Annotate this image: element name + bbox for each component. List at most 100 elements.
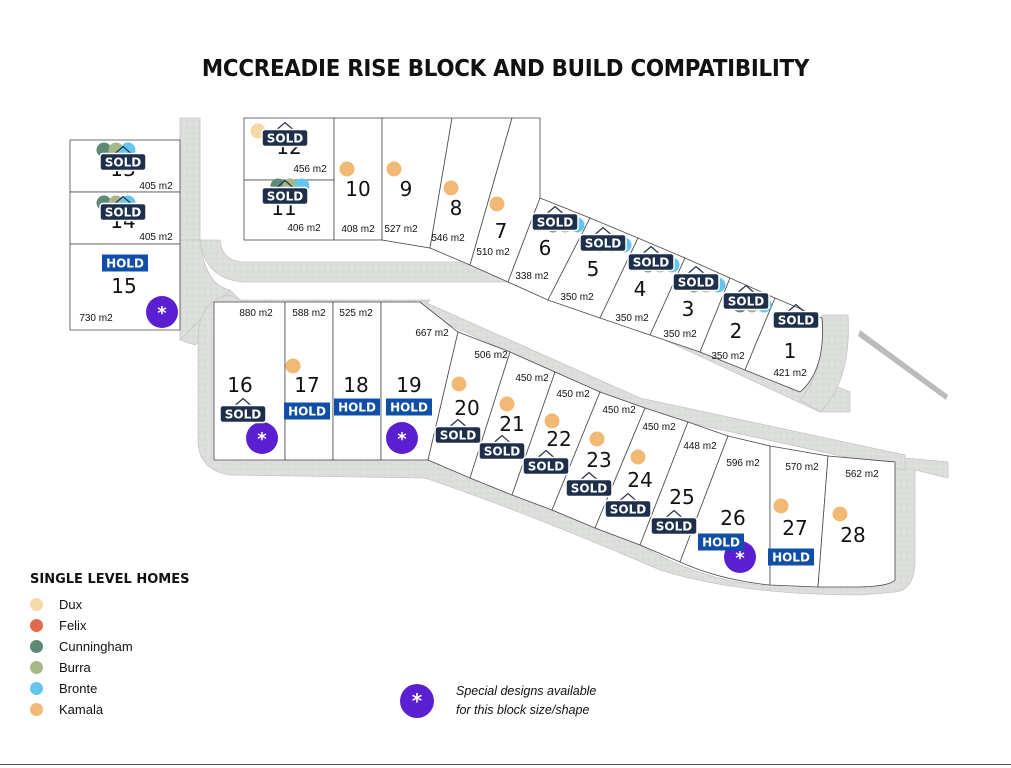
block-area: 506 m2 xyxy=(474,350,508,361)
block-area: 456 m2 xyxy=(293,164,327,175)
special-design-icon xyxy=(146,296,178,328)
tag-background xyxy=(102,254,148,272)
sign-hanger-icon xyxy=(449,418,467,427)
block-area: 596 m2 xyxy=(726,458,760,469)
hold-tag: HOLD xyxy=(284,402,330,420)
cunningham-dot-icon xyxy=(30,640,43,653)
block-number: 27 xyxy=(782,516,807,540)
block-area: 338 m2 xyxy=(515,271,549,282)
tag-label: SOLD xyxy=(484,445,520,459)
dux-dot-icon xyxy=(30,598,43,611)
block-number: 15 xyxy=(111,274,136,298)
tag-label: SOLD xyxy=(678,276,714,290)
block-area: 350 m2 xyxy=(663,329,697,340)
legend: SINGLE LEVEL HOMES Dux Felix Cunningham … xyxy=(30,572,189,720)
block-number: 28 xyxy=(840,523,865,547)
sign-hanger-icon xyxy=(580,471,598,480)
hold-tag: HOLD xyxy=(698,533,744,551)
burra-dot-icon xyxy=(30,661,43,674)
tag-label: SOLD xyxy=(778,314,814,328)
kamala-dot-icon xyxy=(451,376,467,392)
block-area: 448 m2 xyxy=(683,441,717,452)
tag-label: HOLD xyxy=(702,536,740,550)
special-design-symbol: * xyxy=(157,303,167,324)
sold-tag: SOLD xyxy=(627,245,675,272)
block-number: 3 xyxy=(682,297,695,321)
legend-label: Burra xyxy=(59,660,91,675)
sign-hanger-icon xyxy=(787,303,805,312)
sold-tag: SOLD xyxy=(99,195,147,222)
block-area: 730 m2 xyxy=(79,313,113,324)
block-number: 21 xyxy=(499,412,524,436)
kamala-dot-icon xyxy=(285,358,301,374)
special-designs-text: Special designs available for this block… xyxy=(456,682,596,720)
sold-tag: SOLD xyxy=(522,449,570,476)
block-27[interactable]: 27 570 m2 HOLD xyxy=(768,462,819,566)
sign-hanger-icon xyxy=(493,434,511,443)
sign-hanger-icon xyxy=(537,449,555,458)
sold-tag: SOLD xyxy=(722,284,770,311)
tag-background xyxy=(522,456,570,476)
block-area: 525 m2 xyxy=(339,308,373,319)
hold-tag: HOLD xyxy=(102,254,148,272)
tag-label: HOLD xyxy=(288,405,326,419)
tag-background xyxy=(386,398,432,416)
tag-background xyxy=(284,402,330,420)
kamala-dot-icon xyxy=(544,413,560,429)
kamala-dot-icon xyxy=(443,180,459,196)
block-area: 570 m2 xyxy=(785,462,819,473)
block-number: 7 xyxy=(495,219,508,243)
tag-label: SOLD xyxy=(571,482,607,496)
tag-background xyxy=(531,212,579,232)
block-number: 26 xyxy=(720,506,745,530)
block-number: 2 xyxy=(730,319,743,343)
tag-label: HOLD xyxy=(338,401,376,415)
tag-background xyxy=(772,310,820,330)
block-number: 22 xyxy=(546,427,571,451)
legend-item-cunningham: Cunningham xyxy=(30,636,189,657)
tag-background xyxy=(650,516,698,536)
legend-item-felix: Felix xyxy=(30,615,189,636)
block-area: 405 m2 xyxy=(139,181,173,192)
sign-hanger-icon xyxy=(687,265,705,274)
special-design-icon xyxy=(386,422,418,454)
hold-tag: HOLD xyxy=(768,548,814,566)
tag-background xyxy=(722,291,770,311)
sign-hanger-icon xyxy=(737,284,755,293)
tag-background xyxy=(478,441,526,461)
tag-background xyxy=(698,533,744,551)
tag-label: HOLD xyxy=(772,551,810,565)
tag-background xyxy=(565,478,613,498)
kamala-dot-icon xyxy=(30,703,43,716)
block-15[interactable]: * 15 730 m2 HOLD xyxy=(79,254,178,329)
sign-hanger-icon xyxy=(234,397,252,406)
sign-hanger-icon xyxy=(276,179,294,188)
block-3[interactable]: 3 350 m2 SOLD xyxy=(663,265,726,341)
